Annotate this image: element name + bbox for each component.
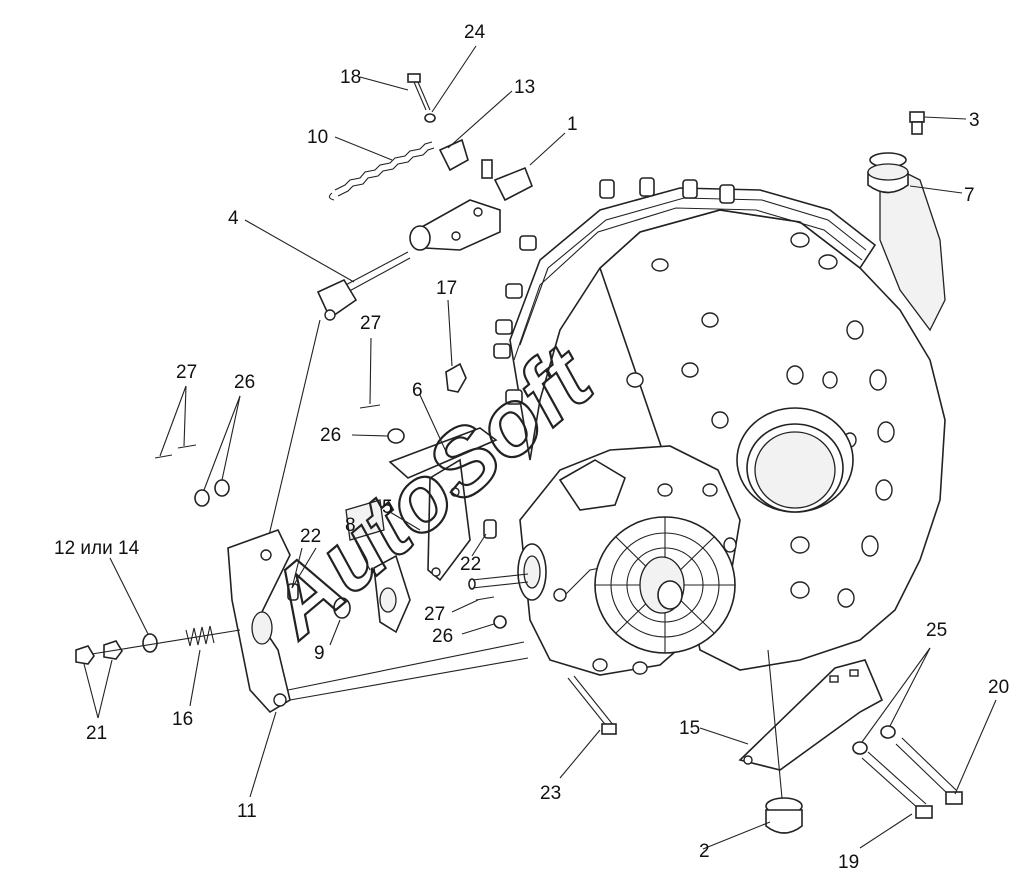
callout-23: 23 bbox=[540, 783, 561, 804]
lever-6 bbox=[388, 427, 498, 582]
rod-4 bbox=[265, 251, 411, 549]
callout-1: 1 bbox=[567, 114, 578, 135]
callout-21: 21 bbox=[86, 723, 107, 744]
washer-24 bbox=[424, 113, 436, 123]
callout-9: 9 bbox=[314, 643, 325, 664]
callout-12-or-14: 12 или 14 bbox=[54, 538, 140, 559]
lever-8 bbox=[373, 554, 411, 634]
callout-13: 13 bbox=[514, 77, 535, 98]
washer-12 bbox=[142, 633, 158, 653]
bolt-19 bbox=[861, 751, 933, 819]
rim-bolts bbox=[493, 177, 735, 405]
spring-16 bbox=[91, 625, 241, 655]
washer-25-b bbox=[880, 725, 896, 739]
spring-10 bbox=[328, 141, 435, 201]
callout-2: 2 bbox=[699, 841, 710, 862]
release-shaft bbox=[468, 573, 529, 590]
callout-26-c: 26 bbox=[432, 626, 453, 647]
leader-lines bbox=[83, 45, 997, 850]
bracket-15 bbox=[738, 659, 884, 771]
callout-6: 6 bbox=[412, 380, 423, 401]
pin-27-d bbox=[475, 596, 495, 601]
callout-10: 10 bbox=[307, 127, 328, 148]
clutch-cover bbox=[517, 445, 741, 676]
callout-25: 25 bbox=[926, 620, 947, 641]
callout-17: 17 bbox=[436, 278, 457, 299]
callout-19: 19 bbox=[838, 852, 859, 873]
callout-4: 4 bbox=[228, 208, 239, 229]
washer-26-b bbox=[194, 489, 210, 507]
pin-27-a bbox=[359, 404, 381, 409]
bracket-13 bbox=[438, 138, 469, 172]
nuts-21 bbox=[75, 640, 123, 665]
pin-27-c bbox=[177, 444, 197, 449]
callout-8: 8 bbox=[345, 515, 356, 536]
washer-26-c bbox=[214, 479, 230, 497]
callout-26-b: 26 bbox=[234, 372, 255, 393]
nut-17 bbox=[445, 362, 467, 393]
bolt-20 bbox=[895, 737, 963, 805]
washer-25-a bbox=[852, 741, 868, 755]
callout-27-c: 27 bbox=[424, 604, 445, 625]
washer-9 bbox=[333, 597, 351, 619]
pin-27-b bbox=[154, 454, 173, 459]
callout-labels: 1 2 3 4 5 6 7 8 9 10 11 12 или 14 13 15 … bbox=[54, 22, 1009, 873]
callout-22-a: 22 bbox=[300, 526, 321, 547]
callout-22-b: 22 bbox=[460, 554, 481, 575]
fitting-3 bbox=[909, 111, 925, 135]
callout-15: 15 bbox=[679, 718, 700, 739]
washer-26-a bbox=[387, 428, 405, 444]
mount-2 bbox=[765, 797, 803, 834]
clutch-grille bbox=[594, 516, 736, 654]
pin-22-a bbox=[483, 519, 497, 539]
housing-holes bbox=[626, 232, 895, 608]
callout-11: 11 bbox=[237, 801, 257, 822]
fork-lever-11 bbox=[227, 529, 529, 714]
gearbox-housing bbox=[493, 158, 946, 671]
washer-26-d bbox=[493, 615, 507, 629]
callout-27-a: 27 bbox=[360, 313, 381, 334]
bolt-18 bbox=[407, 73, 431, 111]
bearing-bore bbox=[736, 407, 854, 513]
callout-20: 20 bbox=[988, 677, 1009, 698]
callout-3: 3 bbox=[969, 110, 980, 131]
callout-5: 5 bbox=[382, 497, 393, 518]
bolt-23 bbox=[567, 675, 617, 735]
callout-27-b: 27 bbox=[176, 362, 197, 383]
callout-24: 24 bbox=[464, 22, 486, 43]
callout-26-a: 26 bbox=[320, 425, 341, 446]
callout-7: 7 bbox=[964, 185, 975, 206]
plate-5 bbox=[345, 499, 385, 541]
mount-7 bbox=[867, 152, 909, 194]
callout-18: 18 bbox=[340, 67, 361, 88]
hydraulic-cylinder bbox=[409, 159, 534, 251]
callout-16: 16 bbox=[172, 709, 193, 730]
